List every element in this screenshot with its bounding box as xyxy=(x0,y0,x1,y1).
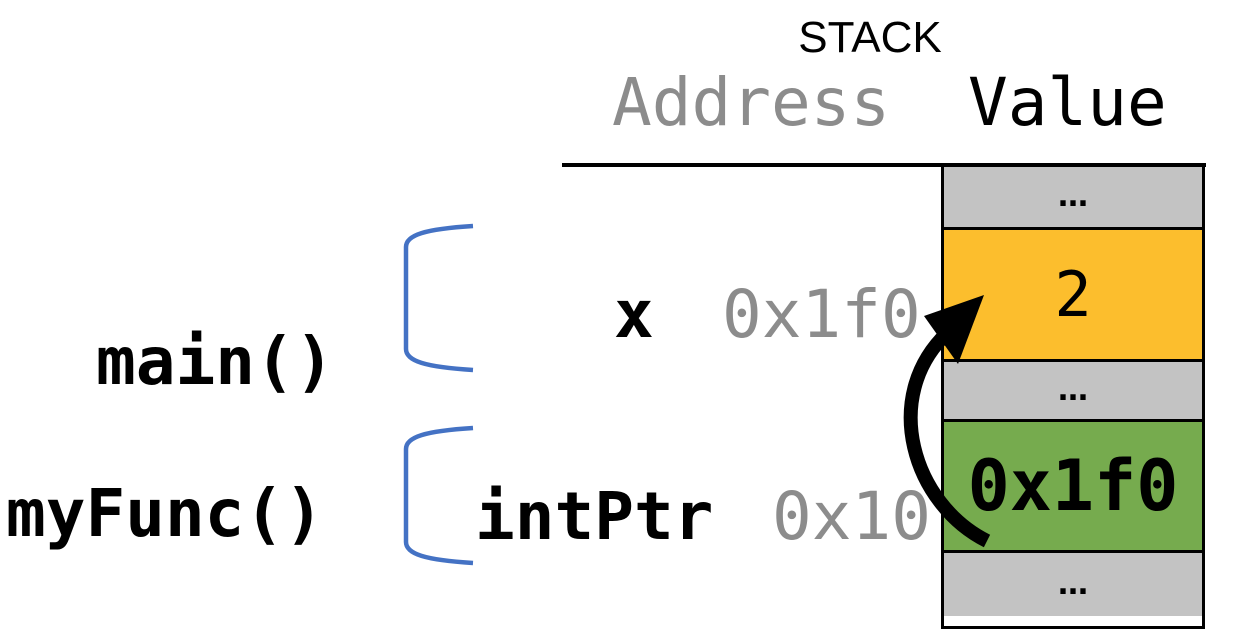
stack-cell-intptr-value: 0x1f0 xyxy=(944,422,1202,553)
stack-value-column: … 2 … 0x1f0 … xyxy=(941,164,1205,629)
stack-cell-ellipsis-middle: … xyxy=(944,362,1202,422)
variable-name-x: x xyxy=(614,276,654,353)
variable-address-intptr: 0x10 xyxy=(772,478,931,555)
frame-label-myfunc: myFunc() xyxy=(6,475,324,552)
variable-address-x: 0x1f0 xyxy=(722,276,921,353)
stack-cell-ellipsis-bottom: … xyxy=(944,553,1202,616)
ellipsis-text: … xyxy=(1058,566,1088,602)
ellipsis-text: … xyxy=(1058,372,1088,408)
header-divider-line xyxy=(562,163,1206,167)
main-frame-bracket xyxy=(403,223,474,373)
intptr-value-text: 0x1f0 xyxy=(967,445,1179,527)
stack-cell-ellipsis-top: … xyxy=(944,167,1202,230)
myfunc-frame-bracket xyxy=(403,425,474,566)
diagram-title: STACK xyxy=(798,13,942,62)
variable-name-intptr: intPtr xyxy=(475,478,714,555)
column-header-value: Value xyxy=(968,64,1167,141)
ellipsis-text: … xyxy=(1058,179,1088,214)
x-value-text: 2 xyxy=(1054,257,1092,331)
frame-label-main: main() xyxy=(96,323,335,400)
stack-cell-x-value: 2 xyxy=(944,230,1202,362)
column-header-address: Address xyxy=(612,64,891,141)
